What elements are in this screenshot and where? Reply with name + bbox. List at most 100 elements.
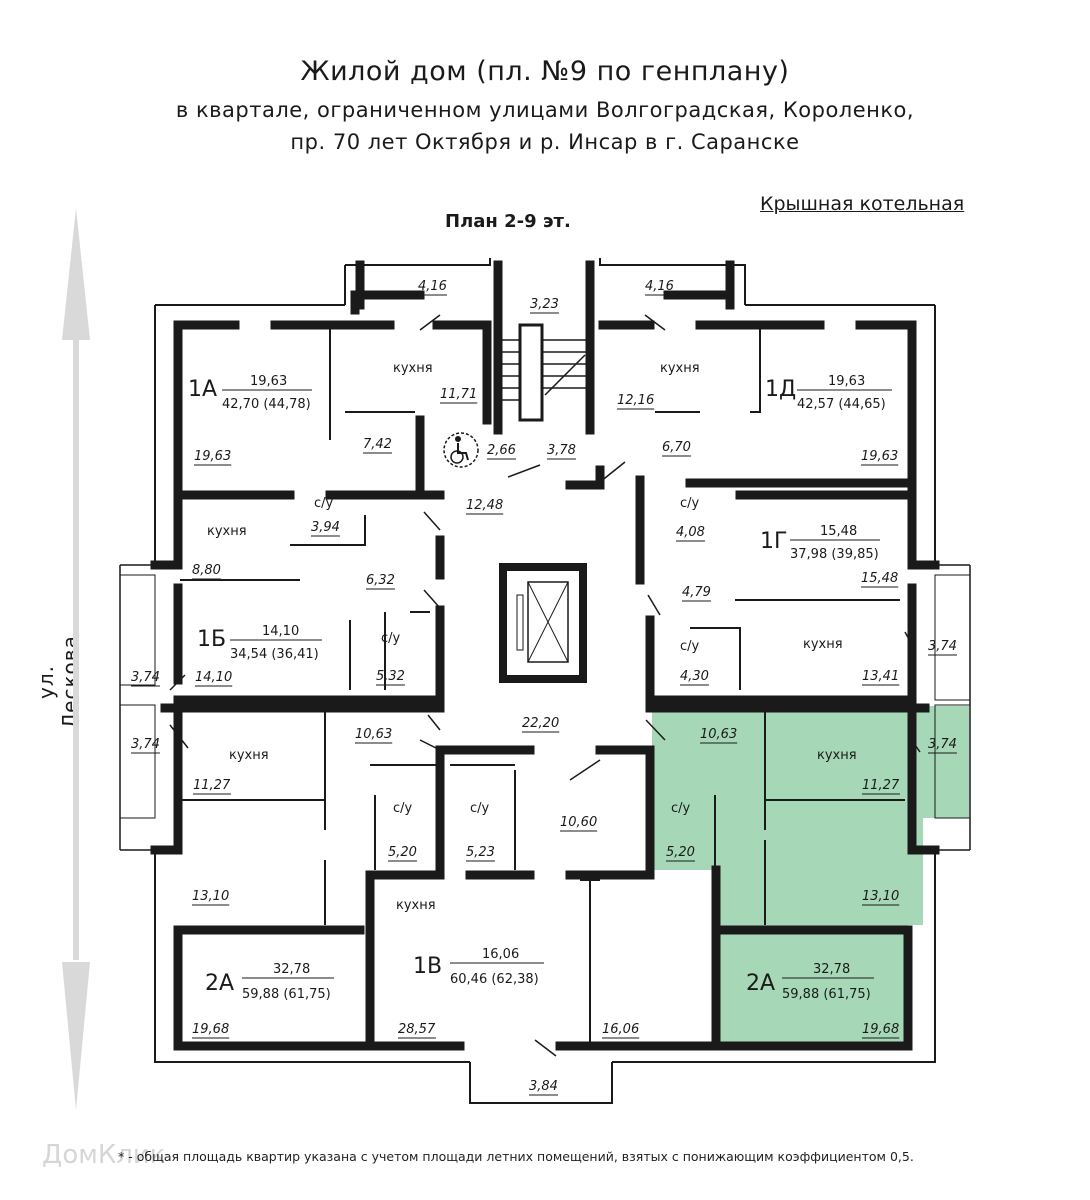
- area-label: 4,16: [645, 279, 674, 294]
- apartment-1g-label[interactable]: 1Г 15,48 37,98 (39,85): [760, 524, 880, 562]
- area-label: 3,74: [928, 639, 957, 654]
- bathroom-label: с/у: [381, 631, 401, 646]
- apartment-total-area: 59,88 (61,75): [242, 987, 331, 1002]
- elevator: [499, 563, 587, 683]
- area-label: 6,32: [366, 573, 395, 588]
- apartment-living-area: 19,63: [250, 374, 287, 389]
- room-areas: 4,16 3,23 4,16 11,71 12,16 7,42 2,66 3,7…: [131, 279, 957, 1096]
- staircase: [500, 323, 588, 422]
- document-subtitle-line2: пр. 70 лет Октября и р. Инсар в г. Саран…: [290, 130, 800, 154]
- area-label: 4,30: [680, 669, 709, 684]
- area-label: 22,20: [522, 716, 559, 731]
- area-label: 19,63: [861, 449, 898, 464]
- apartment-living-area: 32,78: [813, 962, 850, 977]
- area-label: 11,27: [862, 778, 900, 793]
- footnote: * - общая площадь квартир указана с учет…: [118, 1149, 914, 1164]
- apartment-code: 2А: [746, 971, 775, 996]
- area-label: 13,41: [862, 669, 899, 684]
- area-label: 4,08: [676, 525, 705, 540]
- area-label: 5,20: [666, 845, 695, 860]
- kitchen-label: кухня: [660, 361, 700, 376]
- area-label: 4,16: [418, 279, 447, 294]
- apartment-1a-label[interactable]: 1А 19,63 42,70 (44,78): [188, 374, 312, 412]
- apartment-code: 2А: [205, 971, 234, 996]
- apartment-living-area: 19,63: [828, 374, 865, 389]
- area-label: 12,16: [617, 393, 654, 408]
- area-label: 10,63: [700, 727, 737, 742]
- kitchen-label: кухня: [229, 748, 269, 763]
- area-label: 6,70: [662, 440, 691, 455]
- bathroom-label: с/у: [470, 801, 490, 816]
- kitchen-label: кухня: [396, 898, 436, 913]
- area-label: 19,63: [194, 449, 231, 464]
- wheelchair-icon: [443, 432, 479, 468]
- area-label: 14,10: [195, 670, 232, 685]
- area-label: 13,10: [192, 889, 229, 904]
- apartment-2a-right-label[interactable]: 2А 32,78 59,88 (61,75): [746, 962, 874, 1002]
- area-label: 3,23: [530, 297, 559, 312]
- bathroom-label: с/у: [393, 801, 413, 816]
- bathroom-label: с/у: [671, 801, 691, 816]
- kitchen-label: кухня: [207, 524, 247, 539]
- apartment-living-area: 16,06: [482, 947, 519, 962]
- area-label: 5,32: [376, 669, 405, 684]
- area-label: 4,79: [682, 585, 711, 600]
- street-arrow-icon: [62, 208, 90, 1110]
- document-subtitle-line1: в квартале, ограниченном улицами Волгогр…: [175, 98, 915, 122]
- apartment-total-area: 42,70 (44,78): [222, 397, 311, 412]
- apartment-total-area: 59,88 (61,75): [782, 987, 871, 1002]
- area-label: 13,10: [862, 889, 899, 904]
- apartment-code: 1В: [413, 954, 442, 979]
- kitchen-label: кухня: [803, 637, 843, 652]
- apartment-living-area: 15,48: [820, 524, 857, 539]
- kitchen-label: кухня: [817, 748, 857, 763]
- apartment-living-area: 14,10: [262, 624, 299, 639]
- watermark: ДомКлик: [42, 1140, 166, 1170]
- area-label: 15,48: [861, 571, 898, 586]
- room-type-labels: кухня кухня кухня кухня кухня кухня кухн…: [207, 361, 857, 913]
- area-label: 12,48: [466, 498, 503, 513]
- apartment-1b-label[interactable]: 1Б 14,10 34,54 (36,41): [197, 624, 322, 662]
- apartment-total-area: 37,98 (39,85): [790, 547, 879, 562]
- area-label: 3,94: [311, 520, 340, 535]
- doors: [169, 314, 921, 1057]
- area-label: 5,23: [466, 845, 495, 860]
- apartment-2a-left-label[interactable]: 2А 32,78 59,88 (61,75): [205, 962, 334, 1002]
- apartment-total-area: 34,54 (36,41): [230, 647, 319, 662]
- area-label: 28,57: [398, 1022, 436, 1037]
- area-label: 16,06: [602, 1022, 639, 1037]
- apartment-code: 1Г: [760, 529, 787, 554]
- area-label: 3,74: [928, 737, 957, 752]
- area-label: 10,63: [355, 727, 392, 742]
- area-label: 10,60: [560, 815, 597, 830]
- area-label: 8,80: [192, 563, 221, 578]
- area-label: 7,42: [363, 437, 392, 452]
- apartment-1v-label[interactable]: 1В 16,06 60,46 (62,38): [413, 947, 544, 987]
- plan-title: План 2-9 эт.: [445, 211, 571, 232]
- apartment-total-area: 42,57 (44,65): [797, 397, 886, 412]
- document-title: Жилой дом (пл. №9 по генплану): [300, 56, 790, 87]
- area-label: 5,20: [388, 845, 417, 860]
- area-label: 11,71: [440, 387, 477, 402]
- area-label: 3,74: [131, 670, 160, 685]
- apartment-living-area: 32,78: [273, 962, 310, 977]
- area-label: 19,68: [862, 1022, 899, 1037]
- apartment-code: 1А: [188, 377, 217, 402]
- area-label: 3,74: [131, 737, 160, 752]
- apartment-code: 1Д: [765, 377, 796, 402]
- area-label: 3,84: [529, 1079, 558, 1094]
- bathroom-label: с/у: [314, 496, 334, 511]
- area-label: 19,68: [192, 1022, 229, 1037]
- apartment-code: 1Б: [197, 627, 226, 652]
- area-label: 3,78: [547, 443, 576, 458]
- apartment-total-area: 60,46 (62,38): [450, 972, 539, 987]
- bathroom-label: с/у: [680, 496, 700, 511]
- walls: [119, 258, 971, 1104]
- area-label: 11,27: [193, 778, 231, 793]
- apartment-1d-label[interactable]: 1Д 19,63 42,57 (44,65): [765, 374, 892, 412]
- kitchen-label: кухня: [393, 361, 433, 376]
- bathroom-label: с/у: [680, 639, 700, 654]
- boiler-room-link[interactable]: Крышная котельная: [760, 193, 965, 215]
- area-label: 2,66: [487, 443, 516, 458]
